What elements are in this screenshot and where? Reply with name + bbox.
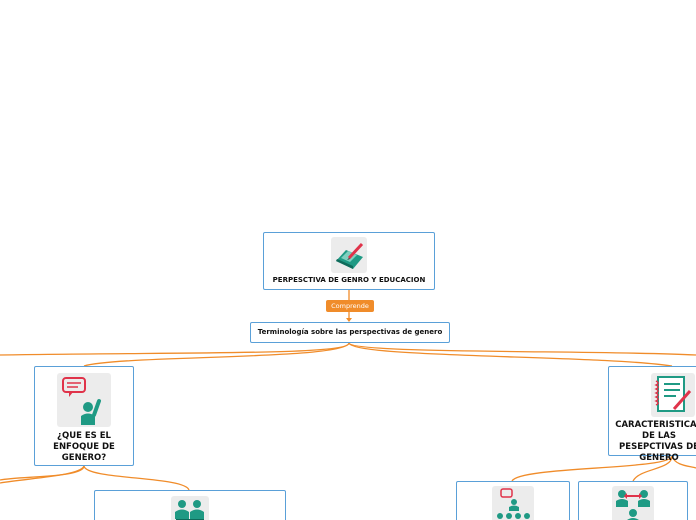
connector-right-to-offscreen (671, 455, 696, 469)
checklist-pencil-icon (651, 373, 695, 417)
audience-presenter-icon (171, 496, 209, 520)
child-node-left[interactable] (94, 490, 286, 520)
connector-right-to-child1 (511, 455, 673, 482)
left-branch-title: ¿QUE ES EL ENFOQUE DE GENERO? (53, 431, 115, 463)
left-branch-node[interactable]: ¿QUE ES EL ENFOQUE DE GENERO? (34, 366, 134, 466)
right-branch-title: CARACTERISTICAS DE LAS PESEPCTIVAS DE GE… (615, 420, 696, 463)
connector-left-to-child (83, 465, 190, 491)
connector-left-to-offscreen-2 (0, 465, 85, 484)
child-node-middle[interactable] (456, 481, 570, 520)
root-title: PERPESCTIVA DE GENRO Y EDUCACION (272, 276, 426, 284)
speaker-audience-icon (492, 486, 534, 520)
connector-sub-to-left-2 (83, 342, 350, 367)
connector-sub-to-right (348, 342, 673, 367)
relation-label[interactable]: Comprende (326, 300, 374, 312)
right-branch-node[interactable]: CARACTERISTICAS DE LAS PESEPCTIVAS DE GE… (608, 366, 696, 463)
root-node[interactable]: PERPESCTIVA DE GENRO Y EDUCACION (263, 232, 435, 290)
sub-topic-node[interactable]: Terminología sobre las perspectivas de g… (250, 322, 450, 343)
debate-people-icon (612, 486, 654, 520)
sub-topic-title: Terminología sobre las perspectivas de g… (257, 328, 443, 336)
speaker-raised-hand-icon (57, 373, 111, 427)
notebook-pencil-icon (331, 237, 367, 273)
connector-arrowhead (346, 318, 352, 322)
connector-sub-to-right-2 (348, 342, 696, 356)
child-node-right[interactable] (578, 481, 688, 520)
connector-right-to-child2 (632, 455, 673, 482)
